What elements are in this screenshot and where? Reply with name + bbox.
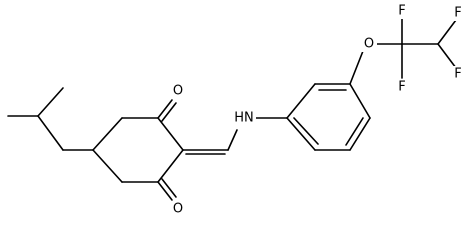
bond-isobutyl-3 <box>37 115 64 151</box>
atom-f2: F <box>398 80 405 95</box>
bond-layer <box>7 17 457 201</box>
bond-benzene-inner-2 <box>345 117 364 146</box>
bond-carbonyl-top-b <box>161 102 177 122</box>
bond-ch-nh <box>227 129 238 151</box>
atom-bg-f2 <box>395 79 409 95</box>
bond-ring-6 <box>92 149 123 183</box>
atom-bg-f1 <box>395 3 409 19</box>
atom-o-ether: O <box>364 37 374 52</box>
bond-benzene-6 <box>286 117 316 151</box>
bond-ring-3 <box>157 117 184 151</box>
bond-carbonyl-top-a <box>157 99 173 119</box>
atom-bg-f4 <box>451 66 465 82</box>
atom-bg-o-top <box>170 83 186 99</box>
bond-aryl-oxygen <box>349 50 364 85</box>
bond-chf2-f-bottom <box>437 43 457 69</box>
atom-nh: HN <box>234 111 254 126</box>
molecule-structure: O O HN O F F F F <box>7 3 465 217</box>
atom-f1: F <box>398 4 405 19</box>
bond-carbonyl-bottom-a <box>157 181 173 201</box>
bond-isobutyl-2 <box>37 87 64 117</box>
bond-benzene-3 <box>349 83 371 119</box>
atom-bg-o-ether <box>361 36 377 52</box>
atom-bg-o-bottom <box>170 201 186 217</box>
atom-o-bottom: O <box>173 202 183 217</box>
bond-benzene-inner-3 <box>293 117 319 145</box>
bond-ring-1 <box>92 117 123 151</box>
bond-chf2-f-top <box>437 19 457 45</box>
bond-benzene-1 <box>286 83 316 119</box>
atom-o-top: O <box>173 84 183 99</box>
atom-bg-f3 <box>451 5 465 21</box>
bond-ring-4 <box>157 149 184 183</box>
atom-f4: F <box>454 67 461 82</box>
atom-label-layer: O O HN O F F F F <box>170 3 465 217</box>
bond-benzene-4 <box>349 117 371 151</box>
atom-f3: F <box>454 6 461 21</box>
atom-bg-nh <box>232 110 256 126</box>
bond-carbonyl-bottom-b <box>161 178 177 198</box>
